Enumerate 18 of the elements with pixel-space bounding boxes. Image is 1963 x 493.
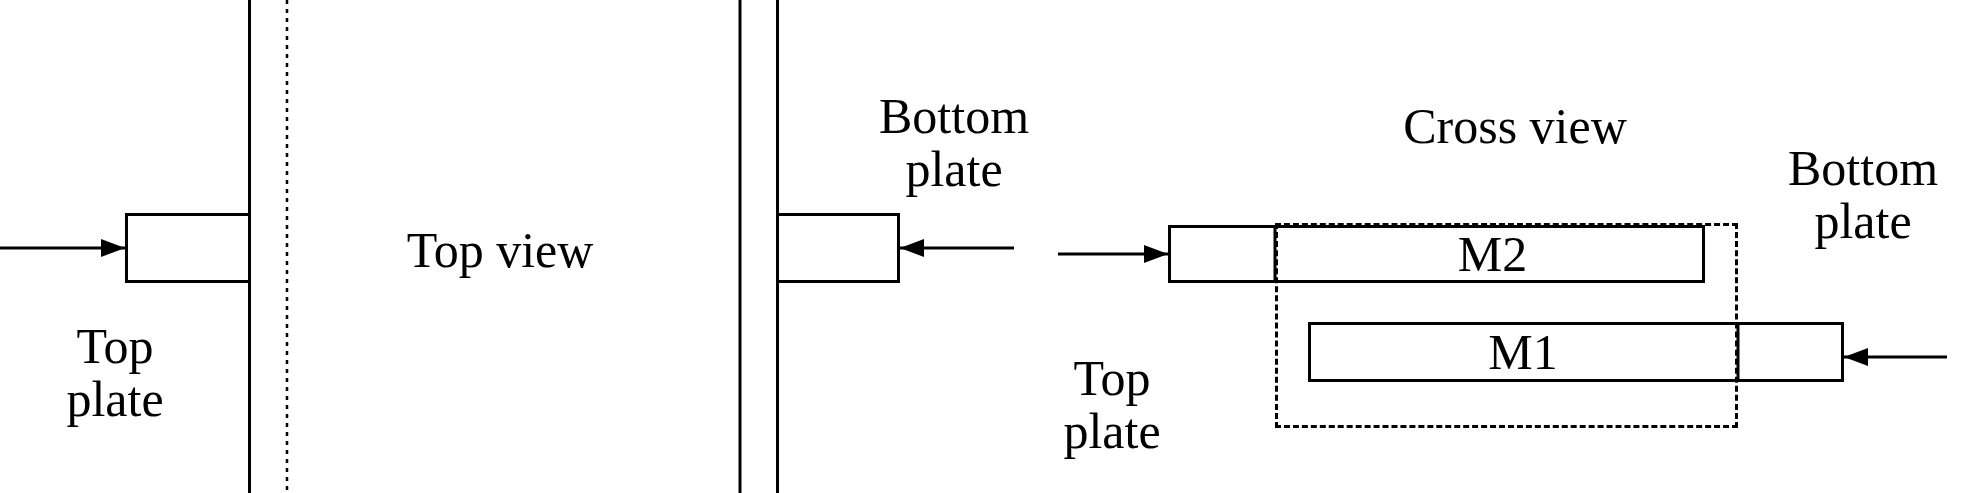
view-title: Top view xyxy=(406,221,594,279)
metal-layer-m1 xyxy=(1308,322,1844,382)
bottom-plate-tab xyxy=(776,213,900,283)
arrow xyxy=(1058,245,1168,263)
arrow xyxy=(0,239,125,257)
layer-label: M2 xyxy=(1457,225,1528,283)
top-view-plate xyxy=(248,0,779,493)
metal-layer-m2 xyxy=(1168,225,1705,283)
cross-view-outline xyxy=(1275,223,1738,428)
plate-label: Top plate xyxy=(65,320,165,425)
plate-label: Bottom plate xyxy=(1788,142,1938,247)
top-plate-tab xyxy=(125,213,251,283)
layer-label: M1 xyxy=(1488,323,1558,381)
arrow xyxy=(1844,348,1947,366)
plate-label: Bottom plate xyxy=(879,90,1029,195)
arrow xyxy=(900,239,1014,257)
plate-label: Top plate xyxy=(1062,352,1162,457)
view-title: Cross view xyxy=(1402,100,1628,153)
